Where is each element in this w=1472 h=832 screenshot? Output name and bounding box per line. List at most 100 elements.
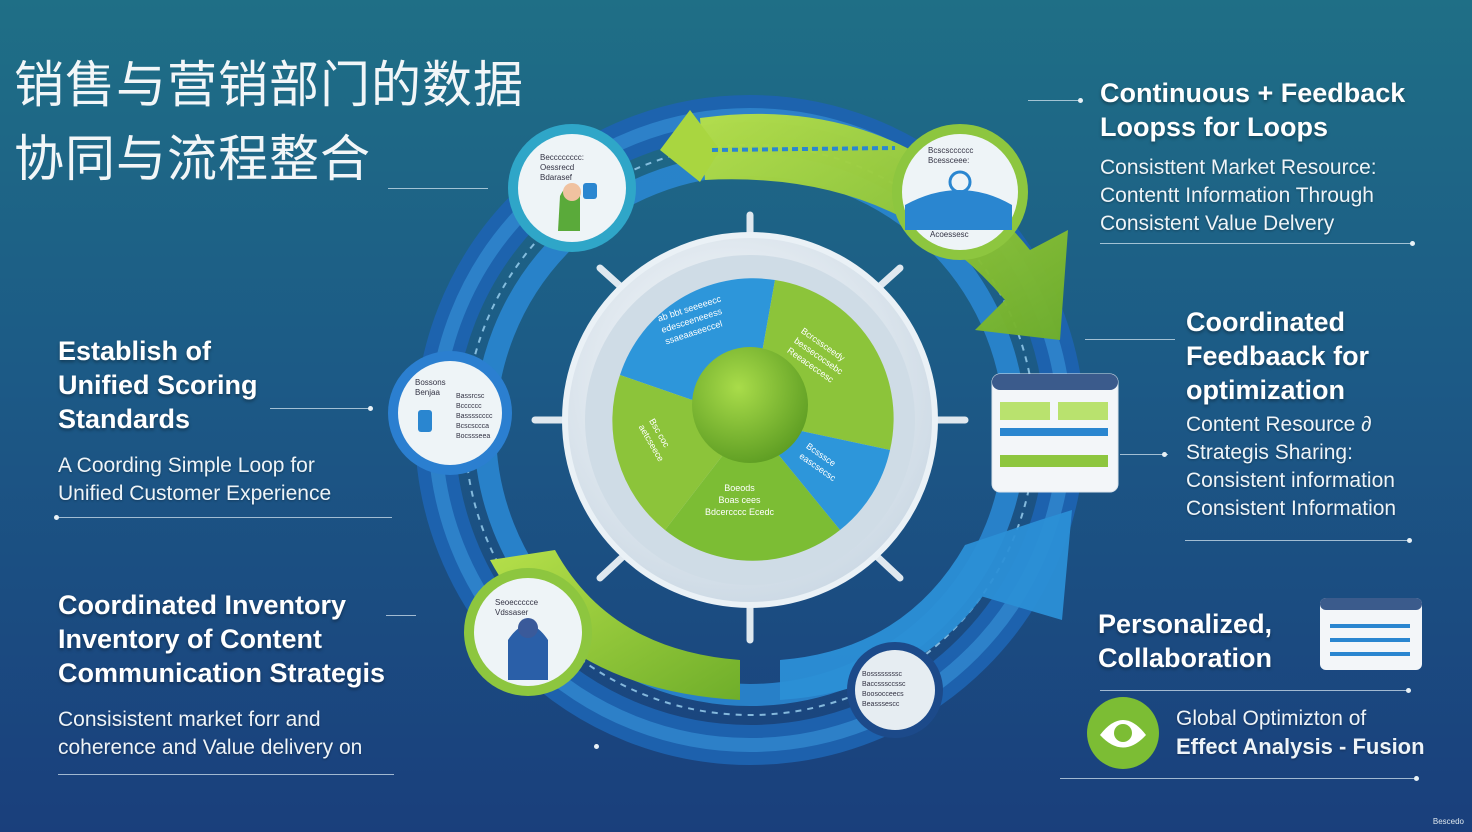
node-top-left-text-2: Oessrecd (540, 163, 575, 172)
connector-dashboard (1120, 454, 1168, 455)
establish-block: Establish of Unified Scoring Standards A… (58, 334, 331, 508)
coordinated-body-4: Consistent Information (1186, 497, 1397, 520)
wheel-green-bottom-text-3: Bdcercccc Ecedc (705, 507, 775, 517)
connector-dot (1407, 538, 1412, 543)
node-top-left-text-1: Becccccccc: (540, 153, 585, 162)
segment-green-bottom (665, 420, 840, 561)
node-left-right-label: Bassrcsc Bcccccc Basssscccc Bcscsccca Bo… (456, 392, 493, 442)
node-bottom-mid-text-3: Boosocceecs (862, 691, 904, 698)
connector-dot (1078, 98, 1083, 103)
wheel-green-bottom-text-2: Boas cees (718, 495, 761, 505)
connector-coord (1085, 339, 1175, 340)
page-title: 销售与营销部门的数据 协同与流程整合 (14, 52, 574, 192)
node-bottom-mid-text-4: Beasssescc (862, 701, 900, 708)
coordinated-heading-2: Feedbaack for (1186, 341, 1370, 371)
connector-coord-under (1185, 540, 1411, 541)
connector-dot (1414, 776, 1419, 781)
coordinated-body-3: Consistent information (1186, 469, 1395, 492)
inventory-body-1: Consisistent market forr and (58, 708, 321, 731)
footer-badge: Bescedo (1432, 817, 1464, 826)
node-left-right-text-4: Bcscsccca (456, 423, 490, 430)
connector-dot (368, 406, 373, 411)
coordinated-body-1: Content Resource ∂ (1186, 413, 1372, 436)
inventory-block: Coordinated Inventory Inventory of Conte… (58, 588, 385, 762)
node-bottom-left-text-1: Seoeccccce (495, 598, 539, 607)
node-left-label: Bossons Benjaa (415, 378, 446, 398)
wheel (562, 232, 938, 608)
establish-heading-3: Standards (58, 404, 191, 434)
node-bottom-mid-label: Bossssssssc Baccsssccssc Boosocceecs Bea… (862, 670, 906, 710)
wheel-hub (692, 347, 808, 463)
node-top-right-text-1: Bcscscccccc (928, 146, 974, 155)
blue-arrow-bottom (780, 510, 1072, 700)
node-bottom-mid-text-2: Baccsssccssc (862, 681, 906, 688)
wheel-green-bottom-text-1: Boeods (724, 483, 755, 493)
inventory-body-2: coherence and Value delivery on (58, 736, 363, 759)
connector-dot (1162, 452, 1167, 457)
dashboard-card (991, 373, 1119, 493)
node-bottom-left-text-2: Vdssaser (495, 608, 529, 617)
node-circle-top-right (892, 124, 1028, 260)
establish-body-1: A Coording Simple Loop for (58, 454, 315, 477)
node-left-text-2: Benjaa (415, 388, 440, 397)
node-top-left-label: Becccccccc: Oessrecd Bdarasef (540, 153, 584, 183)
small-card (1320, 598, 1422, 670)
connector-top-right (1028, 100, 1080, 101)
connector-personalized (1100, 690, 1410, 691)
node-circle-left (388, 351, 512, 475)
node-left-right-text-5: Bocssseea (456, 433, 491, 440)
node-top-right-label: Bcscscccccc Bcessceee: (928, 146, 973, 166)
node-top-left-text-3: Bdarasef (540, 173, 573, 182)
node-bottom-left-label: Seoeccccce Vdssaser (495, 598, 538, 618)
connector-establish (270, 408, 370, 409)
connector-global (1060, 778, 1416, 779)
node-bottom-mid-text-1: Bossssssssc (862, 671, 903, 678)
coordinated-heading-1: Coordinated (1186, 307, 1345, 337)
continuous-feedback-block: Continuous + Feedback Loopss for Loops C… (1100, 76, 1405, 238)
green-arrow-top (660, 110, 1068, 340)
node-top-right-bottom-label: Acoessesc (930, 230, 969, 239)
connector-dot (1406, 688, 1411, 693)
node-top-right-text-2: Bcessceee: (928, 156, 970, 165)
connector-establish-under (56, 517, 392, 518)
node-left-right-text-3: Basssscccc (456, 413, 493, 420)
personalized-heading-1: Personalized, (1098, 609, 1273, 639)
node-left-right-text-2: Bcccccc (456, 403, 482, 410)
connector-title (388, 188, 488, 189)
continuous-heading-1: Continuous + Feedback (1100, 78, 1406, 108)
inventory-heading-1: Coordinated Inventory (58, 590, 347, 620)
global-icon-circle (1087, 697, 1159, 769)
inventory-heading-2: Inventory of Content (58, 624, 322, 654)
establish-body-2: Unified Customer Experience (58, 482, 332, 505)
node-left-text-1: Bossons (415, 378, 446, 387)
connector-top-right-under (1100, 243, 1414, 244)
connector-dot (54, 515, 59, 520)
inventory-heading-3: Communication Strategis (58, 658, 386, 688)
connector-inventory (386, 615, 416, 616)
connector-inventory-under (58, 774, 394, 775)
personalized-heading-2: Collaboration (1098, 643, 1272, 673)
coordinated-heading-3: optimization (1186, 375, 1345, 405)
connector-dot (1410, 241, 1415, 246)
global-body-2: Effect Analysis - Fusion (1176, 734, 1425, 759)
coordinated-feedback-block: Coordinated Feedbaack for optimization C… (1186, 305, 1396, 523)
node-left-right-text-1: Bassrcsc (456, 393, 485, 400)
node-circle-bottom-left (464, 568, 592, 696)
global-block: Global Optimizton of Effect Analysis - F… (1176, 705, 1425, 761)
personalized-block: Personalized, Collaboration (1098, 607, 1272, 675)
node-circle-bottom-mid (847, 642, 943, 738)
continuous-body-3: Consistent Value Delvery (1100, 212, 1335, 235)
continuous-heading-2: Loopss for Loops (1100, 112, 1328, 142)
continuous-body-2: Contentt Information Through (1100, 184, 1374, 207)
title-line-2: 协同与流程整合 (14, 130, 371, 188)
node-circle-top-left (508, 124, 636, 252)
continuous-body-1: Consisttent Market Resource: (1100, 156, 1377, 179)
wheel-green-bottom-label: Boeods Boas cees Bdcercccc Ecedc (705, 482, 774, 518)
title-line-1: 销售与营销部门的数据 (14, 56, 524, 114)
coordinated-body-2: Strategis Sharing: (1186, 441, 1353, 464)
establish-heading-2: Unified Scoring (58, 370, 258, 400)
connector-dot (594, 744, 599, 749)
establish-heading-1: Establish of (58, 336, 212, 366)
global-body-1: Global Optimizton of (1176, 707, 1367, 730)
